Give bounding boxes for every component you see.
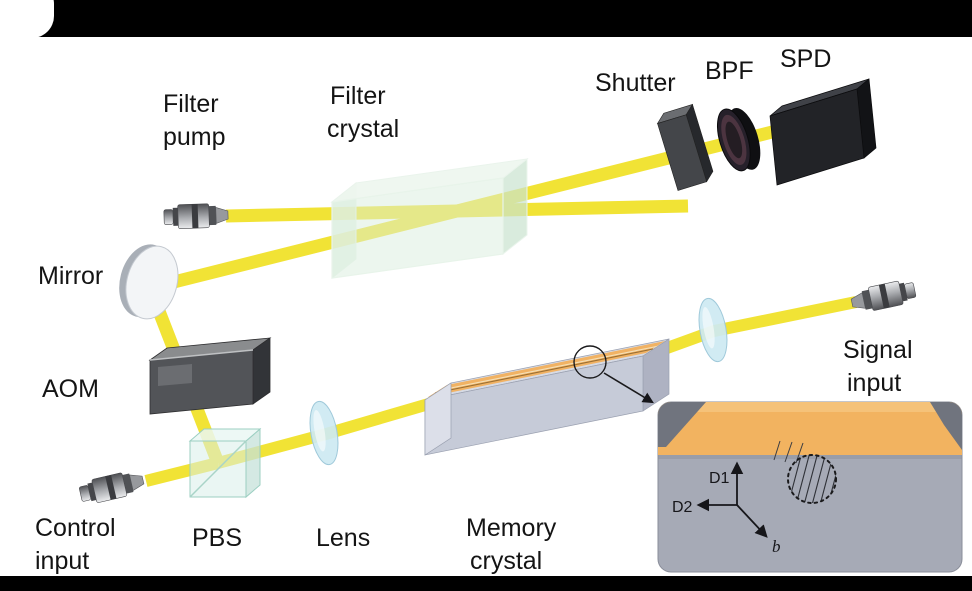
filter-crystal-front-face [331, 177, 504, 279]
label-shutter: Shutter [595, 69, 676, 97]
bpf-center [725, 121, 743, 159]
aom-edge-highlight [149, 349, 254, 361]
label-memory-crystal-line1: Memory [466, 514, 557, 542]
label-bpf: BPF [705, 57, 754, 85]
label-aom: AOM [42, 375, 99, 403]
spd-front-face [769, 88, 865, 186]
label-control-input-line1: Control [35, 514, 116, 542]
filter-crystal [330, 157, 529, 280]
mirror [119, 244, 179, 320]
memory-crystal-waveguide-line-2 [440, 345, 660, 391]
pbs-diagonal-interface [189, 440, 247, 498]
label-signal-input-line1: Signal [843, 336, 913, 364]
label-pbs: PBS [192, 524, 242, 552]
label-control-input-line2: input [35, 547, 89, 575]
top-left-white-blob [0, 0, 54, 38]
aom-window [158, 364, 192, 386]
label-signal-input-line2: input [847, 369, 901, 397]
aom-right-face [252, 337, 271, 405]
label-memory-crystal-line2: crystal [470, 547, 542, 575]
label-filter-crystal-line1: Filter [330, 82, 386, 110]
top-letterbox-bar [0, 0, 972, 37]
component-labels: Filter pump Filter crystal Shutter BPF S… [35, 45, 913, 575]
inset-dotted-circle [787, 454, 837, 504]
pbs-cube [188, 427, 262, 499]
shutter-plate [656, 103, 714, 191]
aom-box [148, 337, 272, 415]
label-mirror: Mirror [38, 262, 103, 290]
label-lens: Lens [316, 524, 370, 552]
axis-b-arrow [736, 504, 768, 538]
memory-crystal-left-face [424, 382, 452, 456]
bpf-filter [717, 108, 761, 172]
zoom-pointer-arrow [603, 372, 654, 404]
memory-crystal-waveguide-line-1 [434, 348, 654, 394]
mirror-face [125, 245, 179, 320]
inset-clamp-right [930, 402, 962, 450]
axis-d2-label: D2 [672, 499, 693, 516]
inset-edge-shadow [658, 455, 962, 459]
label-filter-pump-line1: Filter [163, 90, 219, 118]
label-filter-crystal-line2: crystal [327, 115, 399, 143]
axis-d1-label: D1 [709, 470, 730, 487]
inset-panel: D1 D2 b [657, 401, 963, 573]
label-filter-pump-line2: pump [163, 123, 226, 151]
inset-top-highlight [658, 402, 962, 412]
label-spd: SPD [780, 45, 831, 73]
bottom-letterbox-bar [0, 576, 972, 591]
lens-control-path [309, 400, 339, 466]
axis-b-label: b [772, 537, 781, 556]
spd-detector [769, 78, 877, 186]
memory-crystal [424, 338, 670, 456]
zoom-circle-annotation [573, 345, 607, 379]
inset-clamp-left [658, 402, 706, 447]
inset-axes [696, 461, 768, 538]
lens-signal-path [698, 297, 728, 363]
